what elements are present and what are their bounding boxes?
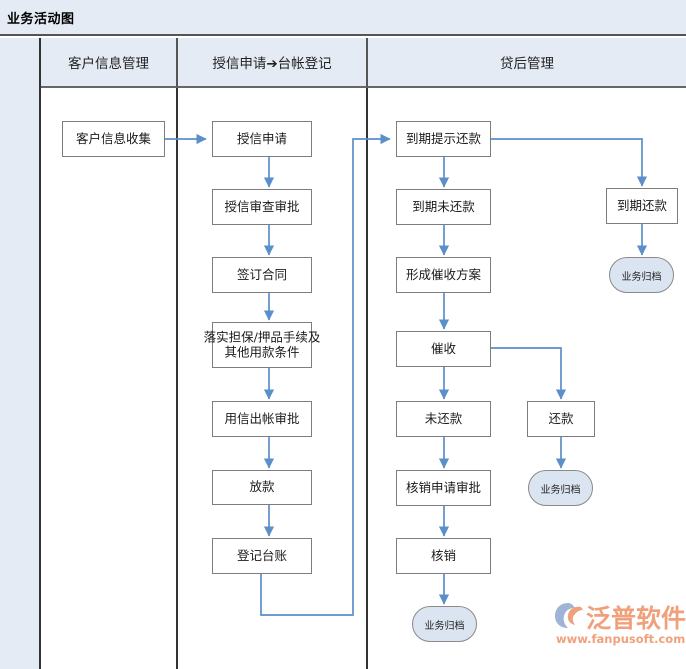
node-label: 落实担保/押品手续及其他用款条件 [203,329,321,359]
node-label: 还款 [548,410,574,426]
lane-header-post-loan: 贷后管理 [368,38,686,88]
lane-header-customer-info: 客户信息管理 [41,38,178,88]
node-collection-plan[interactable]: 形成催收方案 [396,257,491,293]
lane-blank-strip [0,38,41,669]
terminator-archive-repaid[interactable]: 业务归档 [528,470,593,506]
terminator-archive-due-repaid[interactable]: 业务归档 [609,257,674,293]
lane-header-label: 授信申请➔台帐登记 [212,56,332,72]
node-writeoff[interactable]: 核销 [396,538,491,574]
node-label: 到期还款 [616,197,667,213]
page-title: 业务活动图 [7,12,75,27]
watermark-url: www.fanpusoft.com [556,632,686,646]
node-label: 到期未还款 [412,198,475,214]
node-label: 催收 [430,340,456,356]
node-label: 授信申请 [236,130,287,146]
node-customer-info-collect[interactable]: 客户信息收集 [62,121,165,157]
node-label: 登记台账 [236,547,287,563]
node-label: 签订合同 [236,266,287,282]
node-label: 用信出帐审批 [224,410,300,426]
swimlane-frame: 客户信息管理 授信申请➔台帐登记 贷后管理 [0,38,686,669]
node-label: 放款 [249,479,275,495]
terminator-label: 业务归档 [424,620,465,632]
node-credit-application[interactable]: 授信申请 [212,121,312,157]
watermark-logo: 泛普软件 www.fanpusoft.com [552,600,686,656]
node-label: 核销申请审批 [405,479,481,495]
node-register-ledger[interactable]: 登记台账 [212,538,312,574]
node-credit-review-approval[interactable]: 授信审查审批 [212,189,312,225]
lane-header-label: 客户信息管理 [68,56,149,72]
page-title-bar: 业务活动图 [0,0,686,36]
node-label: 到期提示还款 [405,130,481,146]
node-label: 客户信息收集 [75,130,151,146]
lane-header-credit-application: 授信申请➔台帐登记 [178,38,368,88]
lane-header-label: 贷后管理 [500,56,554,72]
node-writeoff-approval[interactable]: 核销申请审批 [396,470,491,506]
node-label: 形成催收方案 [405,266,481,282]
terminator-label: 业务归档 [540,484,581,496]
node-label: 授信审查审批 [224,198,300,214]
node-due-reminder[interactable]: 到期提示还款 [396,121,491,157]
watermark-brand: 泛普软件 [586,604,686,633]
node-sign-contract[interactable]: 签订合同 [212,257,312,293]
node-due-unpaid[interactable]: 到期未还款 [396,189,491,225]
node-due-repaid[interactable]: 到期还款 [606,188,678,224]
terminator-archive-writeoff[interactable]: 业务归档 [412,606,477,642]
node-label: 未还款 [424,410,463,426]
node-collection[interactable]: 催收 [396,331,491,367]
fanpu-logo-icon [555,603,583,628]
node-credit-use-approval[interactable]: 用信出帐审批 [212,401,312,437]
lane-body-customer-info [41,88,178,669]
node-repaid[interactable]: 还款 [527,401,595,437]
node-guarantee-collateral[interactable]: 落实担保/押品手续及其他用款条件 [204,322,320,368]
node-label: 核销 [430,547,456,563]
terminator-label: 业务归档 [621,271,662,283]
node-disbursement[interactable]: 放款 [212,470,312,505]
node-unpaid[interactable]: 未还款 [396,401,491,437]
